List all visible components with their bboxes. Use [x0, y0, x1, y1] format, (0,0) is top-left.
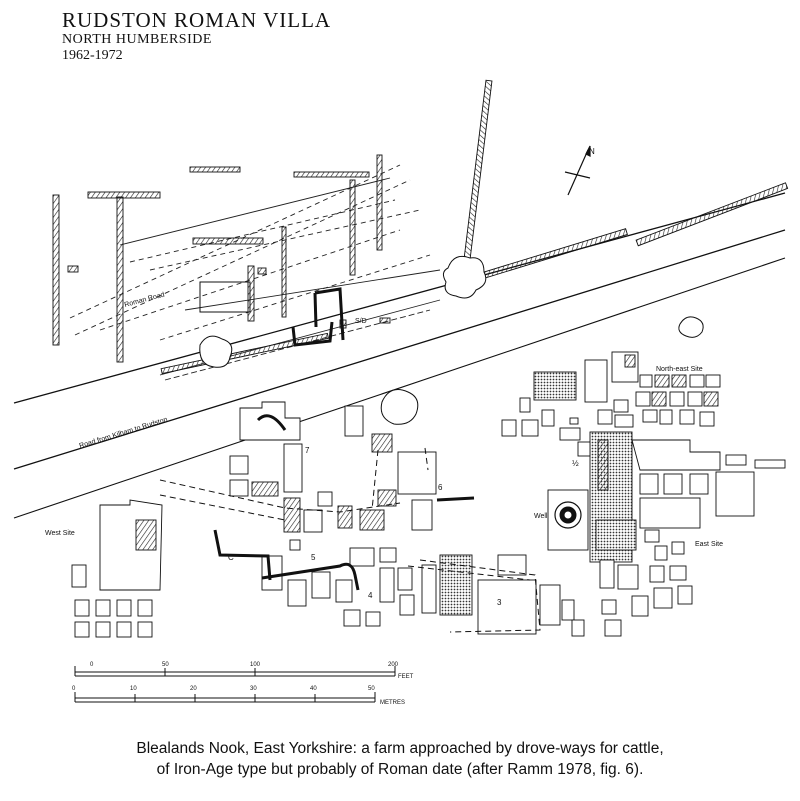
caption-line-2: of Iron-Age type but probably of Roman d… [156, 761, 644, 778]
label-site-4: 4 [368, 591, 373, 600]
east-site [547, 417, 786, 637]
feet-tick-100: 100 [250, 662, 261, 668]
label-site-3: 3 [497, 598, 502, 607]
label-site-half: ½ [572, 459, 579, 468]
modern-road [13, 192, 786, 519]
feet-tick-50: 50 [162, 662, 169, 668]
label-north: N [589, 147, 595, 156]
enclosure-north [199, 281, 345, 347]
linear-ditches [52, 79, 789, 375]
drove-ways [159, 447, 541, 633]
caption-line-1: Blealands Nook, East Yorkshire: a farm a… [136, 740, 664, 757]
label-north-east-site: North-east Site [656, 366, 703, 373]
label-sd: S/D [355, 318, 367, 325]
metres-tick-0: 0 [72, 686, 76, 692]
label-west-site: West Site [45, 530, 75, 537]
north-arrow [564, 145, 591, 196]
map-subtitle: NORTH HUMBERSIDE [62, 32, 212, 47]
map-title: RUDSTON ROMAN VILLA [62, 8, 332, 32]
trees [199, 255, 704, 425]
label-east-site: East Site [695, 541, 723, 548]
metres-unit: METRES [380, 700, 405, 706]
feet-tick-0: 0 [90, 662, 94, 668]
metres-tick-20: 20 [190, 686, 197, 692]
figure-caption: Blealands Nook, East Yorkshire: a farm a… [0, 738, 800, 780]
drove-way-walls [213, 414, 475, 591]
metres-tick-30: 30 [250, 686, 257, 692]
label-site-c: C [228, 553, 234, 562]
metres-tick-10: 10 [130, 686, 137, 692]
map-dates: 1962-1972 [62, 48, 123, 63]
scale-bar-metres [74, 692, 376, 703]
north-east-site [501, 351, 721, 441]
label-site-5: 5 [311, 553, 316, 562]
well [554, 501, 582, 529]
label-roman-road: Roman Road [124, 291, 166, 308]
label-road: Road from Kilham to Rudston [79, 416, 169, 450]
label-site-6: 6 [438, 483, 443, 492]
metres-tick-50: 50 [368, 686, 375, 692]
west-buildings [71, 499, 163, 638]
label-well: Well [534, 513, 548, 520]
feet-tick-200: 200 [388, 662, 399, 668]
central-buildings [229, 401, 585, 637]
feet-unit: FEET [398, 674, 414, 680]
label-site-7: 7 [305, 446, 310, 455]
scale-bar-feet [74, 666, 396, 677]
metres-tick-40: 40 [310, 686, 317, 692]
